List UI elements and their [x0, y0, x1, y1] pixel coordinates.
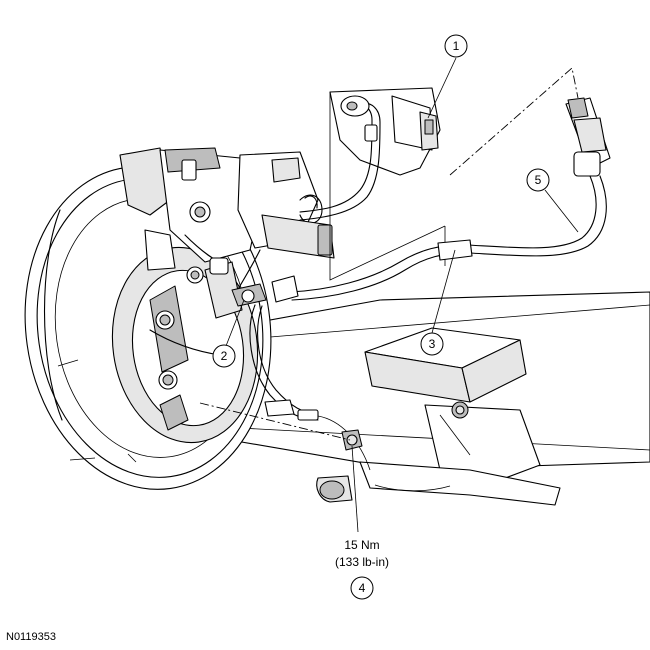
- callout-3: 3: [420, 332, 444, 356]
- callout-2: 2: [212, 344, 236, 368]
- callout-1: 1: [444, 34, 468, 58]
- callout-5-label: 5: [535, 173, 542, 187]
- parking-brake-linkage: [231, 151, 335, 301]
- item-1-connector: [391, 95, 439, 151]
- item-5-brake-hose: [289, 97, 611, 301]
- callout-2-label: 2: [221, 349, 228, 363]
- caliper-assembly: [119, 147, 263, 284]
- lower-bracket: [316, 461, 561, 506]
- spring-pad: [364, 327, 541, 481]
- torque-spec-metric: 15 Nm: [344, 538, 379, 552]
- callout-4-label: 4: [359, 581, 366, 595]
- torque-spec-imperial: (133 lb-in): [335, 555, 389, 569]
- sensor-body: [204, 257, 299, 319]
- callout-5: 5: [526, 168, 550, 192]
- item-4-bolt: [341, 429, 363, 451]
- callout-3-label: 3: [429, 337, 436, 351]
- lower-brake-line: [249, 304, 371, 471]
- leader-lines: [225, 57, 579, 533]
- callout-1-label: 1: [453, 39, 460, 53]
- assembly-lines: [199, 67, 579, 441]
- figure-id: N0119353: [6, 631, 56, 643]
- callout-4: 4: [350, 576, 374, 600]
- sensor-harness: [299, 95, 381, 221]
